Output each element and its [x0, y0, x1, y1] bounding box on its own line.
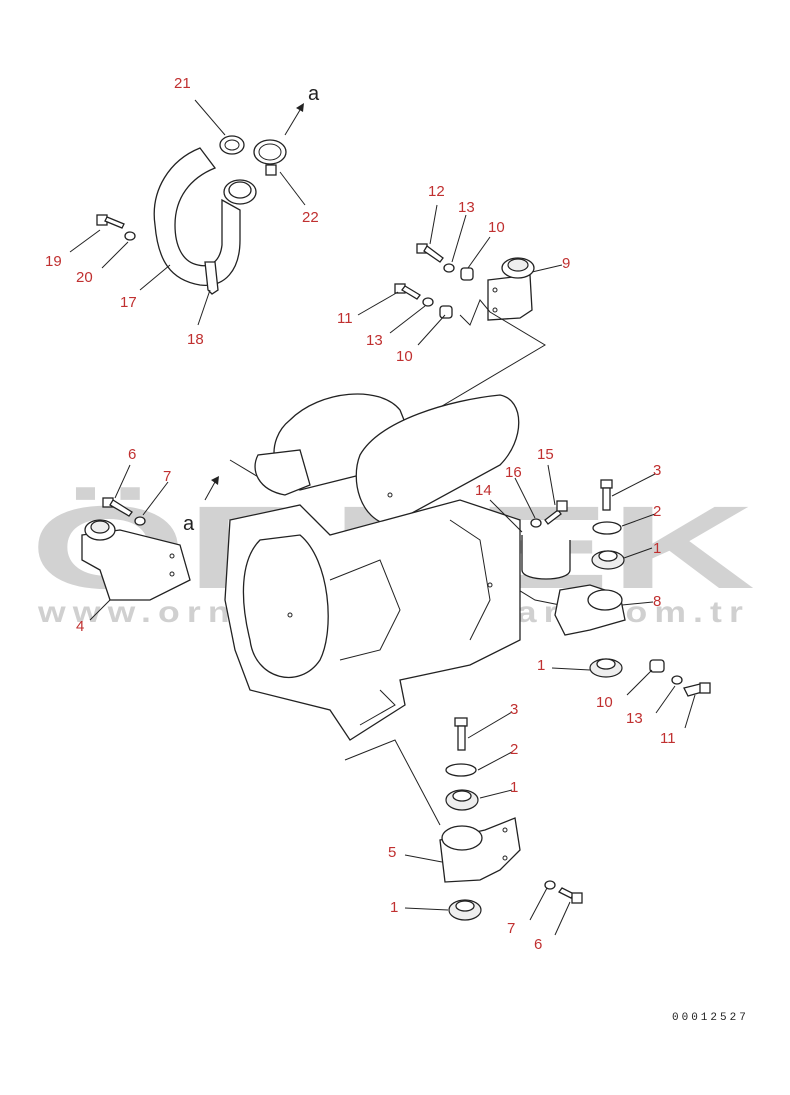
mount-bracket-4	[81, 519, 191, 601]
callout-12: 12	[428, 183, 445, 200]
mount-bracket-8	[554, 584, 626, 636]
callout-9: 9	[562, 255, 570, 272]
washer-13-top	[443, 263, 455, 273]
callout-3-b: 3	[510, 701, 518, 718]
callout-10: 10	[488, 219, 505, 236]
collar-10-right	[649, 659, 665, 673]
bolt-11-top	[394, 283, 421, 300]
bolt-12	[416, 243, 444, 263]
cushion-1-right-top	[591, 550, 625, 570]
arrow-a-left: a	[183, 476, 219, 535]
mount-bracket-9	[487, 257, 535, 321]
callout-10-c: 10	[596, 694, 613, 711]
hose-clamp-22	[253, 139, 287, 176]
hose-clamp-21	[219, 135, 245, 155]
callout-14: 14	[475, 482, 492, 499]
leader-lines	[69, 99, 696, 936]
mount-bracket-5	[439, 817, 521, 883]
engine	[224, 393, 521, 741]
callout-11-b: 11	[660, 730, 676, 747]
callout-13-c: 13	[626, 710, 643, 727]
callout-6: 6	[128, 446, 136, 463]
callout-21: 21	[174, 75, 191, 92]
washer-2-bottom	[445, 763, 477, 777]
bolt-19	[96, 214, 125, 229]
collar-10-mid	[439, 305, 453, 319]
callout-11: 11	[337, 310, 353, 327]
callout-16: 16	[505, 464, 522, 481]
callout-22: 22	[302, 209, 319, 226]
bolt-11-right	[683, 682, 711, 697]
cushion-1-bottom-bottom	[448, 899, 482, 921]
callout-7: 7	[163, 468, 171, 485]
washer-16	[530, 518, 542, 528]
bolt-6-bottom	[558, 887, 583, 904]
bolt-6-left	[102, 497, 133, 517]
part-number: 00012527	[672, 1012, 749, 1024]
callout-19: 19	[45, 253, 62, 270]
washer-7-bottom	[544, 880, 556, 890]
callout-1-b: 1	[537, 657, 545, 674]
arrow-a-top: a	[284, 83, 320, 136]
callout-13: 13	[458, 199, 475, 216]
bolt-3-bottom	[454, 717, 468, 751]
arrow-a-top-label: a	[308, 83, 320, 105]
washer-13-mid	[422, 297, 434, 307]
callout-8: 8	[653, 593, 661, 610]
callout-6-b: 6	[534, 936, 542, 953]
callout-3: 3	[653, 462, 661, 479]
callout-1-d: 1	[390, 899, 398, 916]
callout-7-b: 7	[507, 920, 515, 937]
callout-1-c: 1	[510, 779, 518, 796]
cushion-1-bottom-top	[445, 789, 479, 811]
callout-18: 18	[187, 331, 204, 348]
callout-labels: 21 22 19 20 17 18 12 13 10 9 11 13 10 6 …	[45, 75, 676, 953]
cushion-1-right-bottom	[589, 658, 623, 678]
washer-13-right	[671, 675, 683, 685]
callout-20: 20	[76, 269, 93, 286]
washer-2-right	[592, 521, 622, 535]
callout-15: 15	[537, 446, 554, 463]
hose-assembly	[153, 147, 257, 295]
washer-20	[124, 231, 136, 241]
callout-2: 2	[653, 503, 661, 520]
callout-2-b: 2	[510, 741, 518, 758]
collar-10-top	[460, 267, 474, 281]
callout-13-b: 13	[366, 332, 383, 349]
washer-7-left	[134, 516, 146, 526]
bolt-3-right	[600, 479, 613, 511]
callout-4: 4	[76, 618, 84, 635]
callout-1: 1	[653, 540, 661, 557]
callout-10-b: 10	[396, 348, 413, 365]
arrow-a-left-label: a	[183, 513, 195, 535]
callout-5: 5	[388, 844, 396, 861]
bolt-15	[544, 500, 568, 525]
u-bolt-14	[521, 535, 571, 580]
callout-17: 17	[120, 294, 137, 311]
